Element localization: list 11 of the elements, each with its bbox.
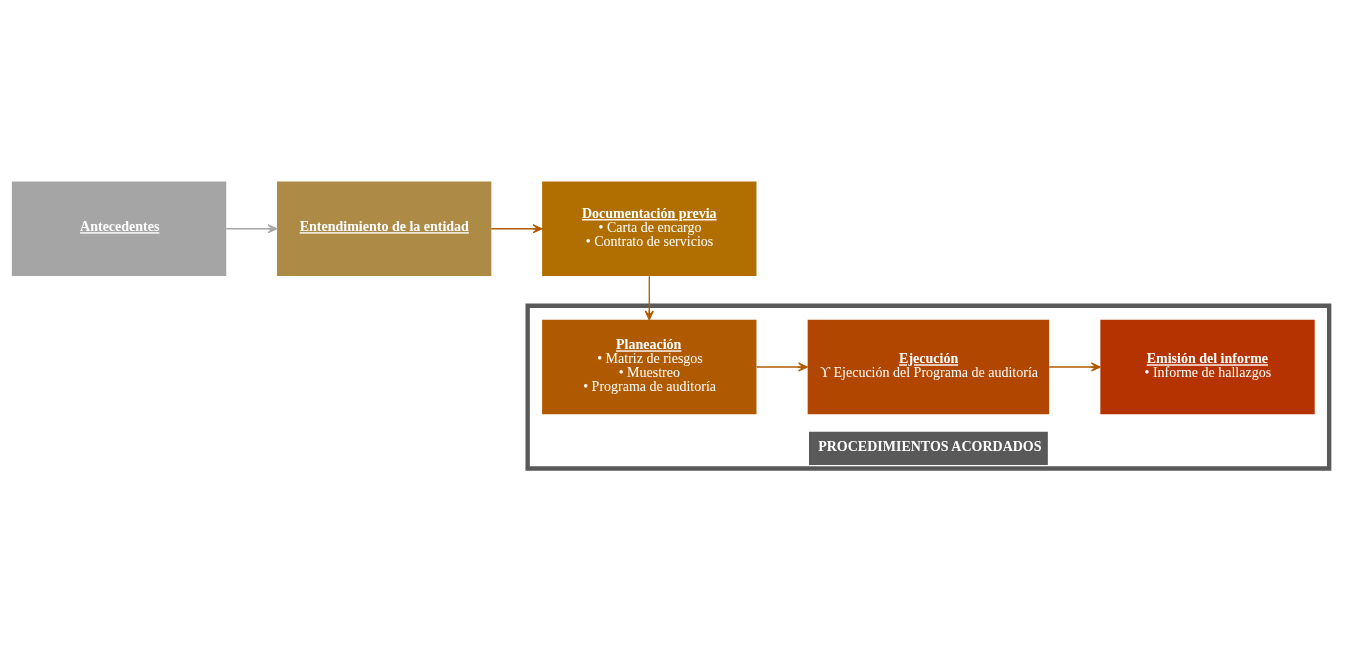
node-box: Emisión del informe • Informe de hallazgos xyxy=(1100,319,1315,415)
arrow xyxy=(1048,362,1101,372)
arrow xyxy=(644,275,654,321)
arrow xyxy=(490,224,543,234)
node-box: Entendimiento de la entidad xyxy=(276,181,492,276)
node-box: Planeación • Matriz de riesgos • Muestreo • Programa de auditoría xyxy=(542,319,757,415)
arrow xyxy=(225,224,278,234)
arrow xyxy=(756,362,808,372)
node-box: Documentación previa • Carta de encargo • Contrato de servicios xyxy=(542,181,757,276)
node-box: Antecedentes xyxy=(11,181,227,276)
node-box: Ejecución ϒ Ejecución del Programa de auditoría xyxy=(807,319,1050,415)
